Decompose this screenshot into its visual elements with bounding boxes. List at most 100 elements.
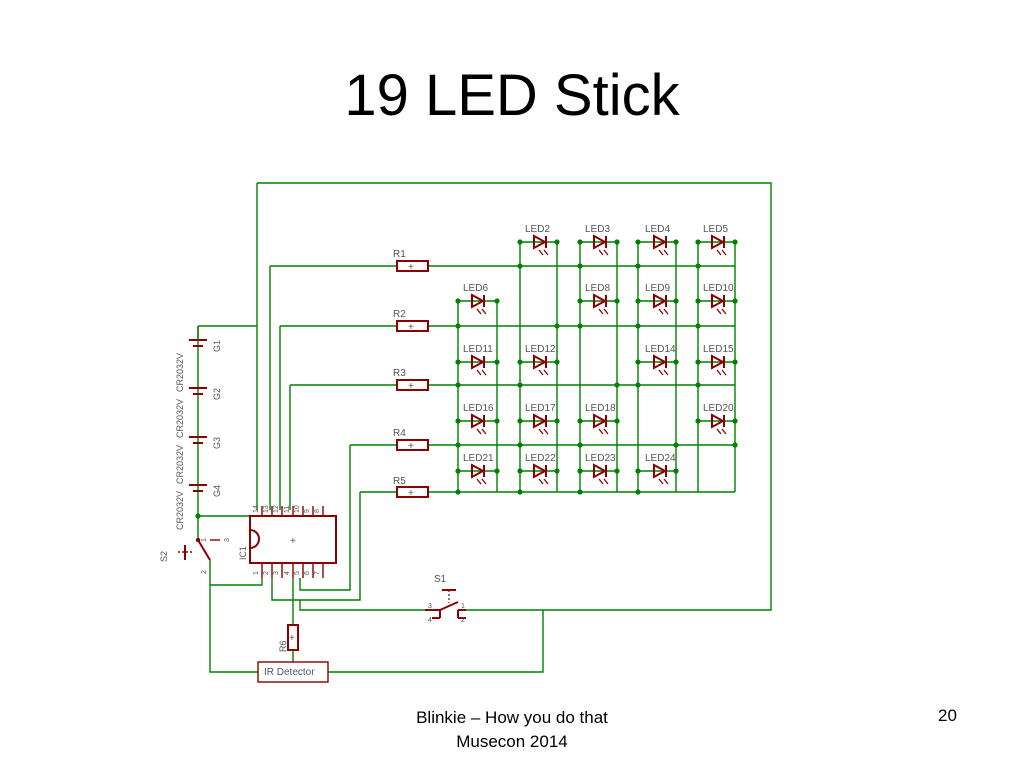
led-led23: LED23 bbox=[585, 453, 616, 485]
led-led20: LED20 bbox=[703, 403, 734, 435]
svg-text:9: 9 bbox=[304, 509, 311, 513]
svg-text:+: + bbox=[408, 381, 414, 392]
wires bbox=[197, 182, 772, 673]
svg-text:10: 10 bbox=[294, 505, 301, 513]
battery-g2 bbox=[189, 387, 207, 395]
led-label: LED9 bbox=[645, 283, 670, 294]
led-led3: LED3 bbox=[585, 224, 610, 256]
svg-text:3: 3 bbox=[224, 538, 231, 542]
resistor-r5: R5 + bbox=[393, 476, 429, 499]
battery-g1-label: G1 bbox=[212, 340, 222, 352]
svg-text:+: + bbox=[408, 488, 414, 499]
led-label: LED22 bbox=[525, 453, 556, 464]
ic1-label: IC1 bbox=[238, 546, 248, 560]
led-led15: LED15 bbox=[703, 344, 734, 376]
svg-text:1: 1 bbox=[461, 603, 465, 610]
battery-g4 bbox=[189, 484, 207, 492]
battery-g2-value: CR2032V bbox=[175, 399, 185, 438]
ic1-top-pins: 14 13 12 11 10 9 8 bbox=[253, 505, 321, 513]
svg-text:2: 2 bbox=[461, 617, 465, 624]
resistor-r3-label: R3 bbox=[393, 368, 406, 379]
svg-text:+: + bbox=[290, 536, 296, 547]
led-label: LED18 bbox=[585, 403, 616, 414]
led-led17: LED17 bbox=[525, 403, 556, 435]
junction-dots bbox=[195, 239, 738, 519]
led-label: LED6 bbox=[463, 283, 488, 294]
switch-s2: S2 1 2 3 bbox=[159, 516, 231, 574]
resistor-r4-label: R4 bbox=[393, 428, 406, 439]
led-label: LED5 bbox=[703, 224, 728, 235]
battery-g4-value: CR2032V bbox=[175, 491, 185, 530]
led-led22: LED22 bbox=[525, 453, 556, 485]
led-led21: LED21 bbox=[463, 453, 494, 485]
led-led14: LED14 bbox=[645, 344, 676, 376]
led-led8: LED8 bbox=[585, 283, 610, 315]
led-label: LED2 bbox=[525, 224, 550, 235]
led-label: LED15 bbox=[703, 344, 734, 355]
svg-text:6: 6 bbox=[304, 571, 311, 575]
slide-title: 19 LED Stick bbox=[344, 63, 680, 128]
svg-text:11: 11 bbox=[284, 506, 291, 513]
resistor-r6-label: R6 bbox=[278, 640, 288, 652]
battery-g2-label: G2 bbox=[212, 388, 222, 400]
led-label: LED14 bbox=[645, 344, 676, 355]
svg-text:2: 2 bbox=[263, 571, 270, 575]
svg-text:1: 1 bbox=[253, 571, 260, 575]
switch-s2-label: S2 bbox=[159, 551, 169, 562]
switch-s1 bbox=[425, 589, 466, 619]
led-led2: LED2 bbox=[525, 224, 550, 256]
footer-line-2: Musecon 2014 bbox=[456, 732, 568, 751]
resistor-r6: + R6 bbox=[278, 624, 299, 652]
svg-text:+: + bbox=[408, 441, 414, 452]
svg-text:14: 14 bbox=[253, 505, 260, 513]
svg-text:13: 13 bbox=[263, 505, 270, 513]
svg-text:+: + bbox=[289, 633, 295, 644]
ir-detector: IR Detector bbox=[257, 661, 329, 683]
svg-text:7: 7 bbox=[314, 571, 321, 575]
svg-text:5: 5 bbox=[294, 571, 301, 575]
led-led11: LED11 bbox=[463, 344, 493, 376]
led-label: LED16 bbox=[463, 403, 494, 414]
led-led10: LED10 bbox=[703, 283, 734, 315]
led-label: LED23 bbox=[585, 453, 616, 464]
battery-g4-label: G4 bbox=[212, 485, 222, 497]
led-led5: LED5 bbox=[703, 224, 728, 256]
svg-text:4: 4 bbox=[284, 571, 291, 575]
ir-detector-label: IR Detector bbox=[264, 667, 315, 678]
ic1-chip: + IC1 14 13 12 11 10 9 8 1 2 3 4 5 6 bbox=[238, 505, 337, 578]
svg-text:+: + bbox=[408, 322, 414, 333]
battery-g1-value: CR2032V bbox=[175, 353, 185, 392]
led-label: LED12 bbox=[525, 344, 556, 355]
led-label: LED4 bbox=[645, 224, 670, 235]
ic1-bottom-pins: 1 2 3 4 5 6 7 bbox=[253, 571, 321, 575]
resistor-r2-label: R2 bbox=[393, 309, 406, 320]
led-led4: LED4 bbox=[645, 224, 670, 256]
led-led6: LED6 bbox=[463, 283, 488, 315]
svg-text:+: + bbox=[408, 262, 414, 273]
led-led18: LED18 bbox=[585, 403, 616, 435]
battery-labels: G1 G2 G3 G4 CR2032V CR2032V CR2032V CR20… bbox=[175, 340, 222, 530]
led-led16: LED16 bbox=[463, 403, 494, 435]
led-label: LED20 bbox=[703, 403, 734, 414]
battery-g3-label: G3 bbox=[212, 437, 222, 449]
led-led24: LED24 bbox=[645, 453, 676, 485]
led-label: LED24 bbox=[645, 453, 676, 464]
svg-text:8: 8 bbox=[314, 509, 321, 513]
led-label: LED21 bbox=[463, 453, 494, 464]
battery-g3 bbox=[189, 436, 207, 444]
battery-stack bbox=[189, 326, 207, 492]
svg-text:2: 2 bbox=[201, 570, 208, 574]
led-label: LED10 bbox=[703, 283, 734, 294]
resistor-r2: R2 + bbox=[393, 309, 429, 333]
led-label: LED17 bbox=[525, 403, 556, 414]
resistor-r1: R1 + bbox=[393, 249, 429, 273]
slide-footer: Blinkie – How you do that Musecon 2014 bbox=[362, 706, 662, 754]
resistor-r5-label: R5 bbox=[393, 476, 406, 487]
led-label: LED8 bbox=[585, 283, 610, 294]
resistor-r1-label: R1 bbox=[393, 249, 406, 260]
svg-text:3: 3 bbox=[273, 571, 280, 575]
battery-g3-value: CR2032V bbox=[175, 445, 185, 484]
page-number: 20 bbox=[938, 706, 957, 725]
